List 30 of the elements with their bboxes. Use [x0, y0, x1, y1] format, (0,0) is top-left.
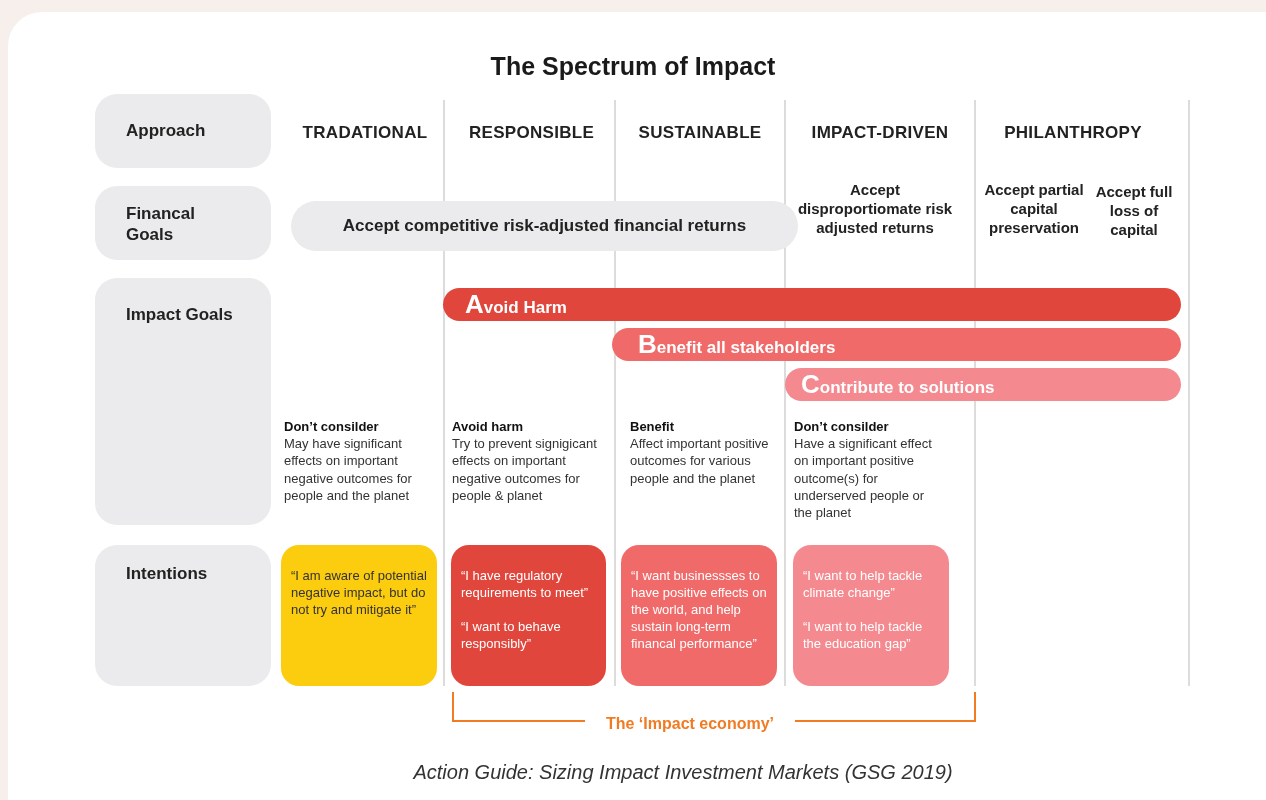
column-heading: SUSTAINABLE	[637, 122, 763, 144]
impact-goal-heading: Don’t consilder	[284, 418, 380, 435]
intention-card: “I am aware of potential negative impact, but do not try and mitigate it”	[281, 545, 437, 686]
impact-goal-description: Affect important positive outcomes for various people and the planet	[630, 435, 770, 487]
impact-goal-bar: Benefit all stakeholders	[612, 328, 1181, 361]
column-heading: RESPONSIBLE	[467, 122, 596, 144]
impact-goal-heading: Don’t consilder	[794, 418, 890, 435]
row-header: Intentions	[95, 545, 271, 686]
impact-goal-description: Have a significant effect on important positive outcome(s) for underserved people or the planet	[794, 435, 933, 522]
financial-goal-text: Accept full loss of capital	[1094, 182, 1174, 239]
column-heading: IMPACT-DRIVEN	[810, 122, 950, 144]
financial-goal-text: Accept partial capital preservation	[983, 180, 1085, 237]
row-header: Approach	[95, 94, 271, 168]
intention-card: “I want businessses to have positive effects on the world, and help sustain long-term financal performance”	[621, 545, 777, 686]
title: The Spectrum of Impact	[489, 51, 777, 82]
impact-goal-heading: Avoid harm	[452, 418, 525, 435]
column-heading: TRADATIONAL	[301, 122, 429, 144]
caption: Action Guide: Sizing Impact Investment Markets (GSG 2019)	[411, 760, 954, 785]
financial-goal-text: Accept disproportiomate risk adjusted returns	[796, 180, 954, 237]
impact-goal-heading: Benefit	[630, 418, 676, 435]
impact-goal-description: May have significant effects on important negative outcomes for people and the planet	[284, 435, 413, 505]
impact-goal-bar: Avoid Harm	[443, 288, 1181, 321]
row-header: Financal Goals	[95, 186, 271, 260]
intention-card: “I have regulatory requirements to meet” “I want to behave responsibly”	[451, 545, 606, 686]
column-heading: PHILANTHROPY	[1003, 122, 1143, 144]
intention-card: “I want to help tackle climate change” “I want to help tackle the education gap”	[793, 545, 949, 686]
impact-goal-bar: Contribute to solutions	[785, 368, 1181, 401]
impact-goal-description: Try to prevent signigicant effects on important negative outcomes for people & planet	[452, 435, 598, 505]
row-header: Impact Goals	[95, 278, 271, 525]
financial-returns-pill: Accept competitive risk-adjusted financial returns	[291, 201, 798, 251]
